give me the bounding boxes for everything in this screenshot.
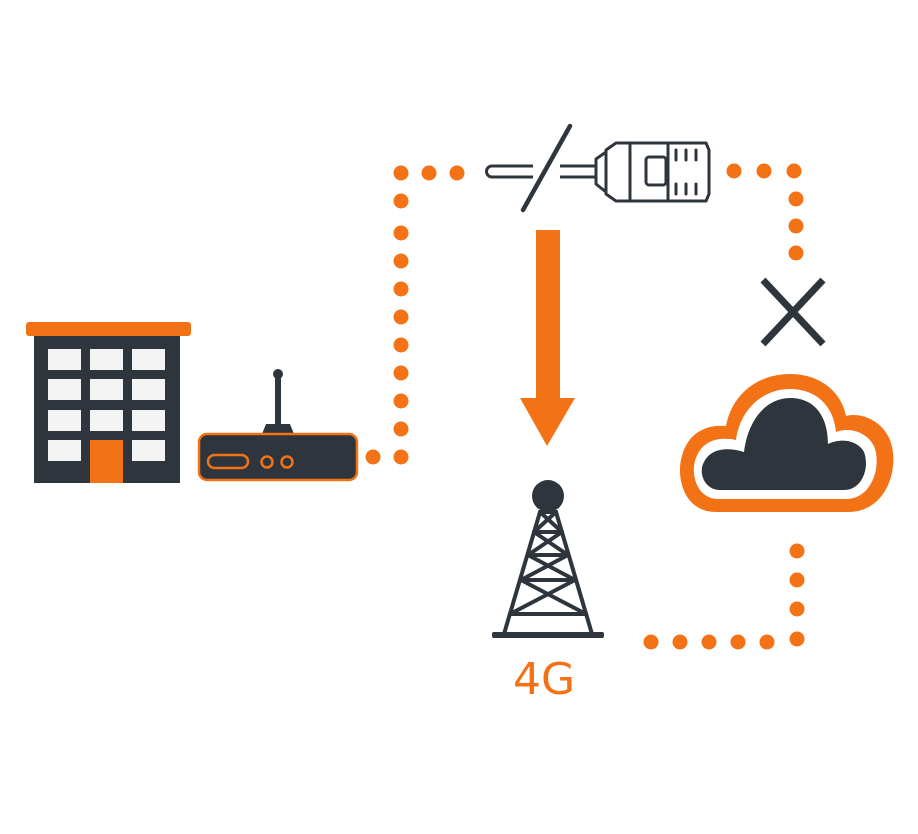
connection-dot — [759, 634, 775, 650]
connection-dot — [393, 393, 409, 409]
connection-dot — [393, 337, 409, 353]
dotted-connection-lines — [365, 163, 805, 650]
connection-dot — [788, 191, 804, 207]
down-arrow-icon — [520, 230, 575, 446]
connection-dot — [393, 281, 409, 297]
broken-cable-icon — [485, 123, 596, 213]
connection-dot — [393, 421, 409, 437]
building-icon — [26, 322, 191, 483]
connection-dot — [756, 163, 772, 179]
connection-dot — [788, 245, 804, 261]
connection-dot — [393, 449, 409, 465]
connection-dot — [393, 165, 409, 181]
connection-dot — [789, 572, 805, 588]
connection-dot — [393, 253, 409, 269]
connection-dot — [789, 601, 805, 617]
connection-dot — [789, 543, 805, 559]
connection-dot — [726, 163, 742, 179]
cell-tower-icon — [492, 480, 604, 638]
connection-dot — [393, 365, 409, 381]
connection-dot — [643, 634, 659, 650]
connection-dot — [393, 309, 409, 325]
connection-dot — [393, 225, 409, 241]
ethernet-plug-icon — [594, 141, 711, 203]
connection-dot — [672, 634, 688, 650]
tower-label-4g: 4G — [513, 654, 575, 705]
router-icon — [197, 369, 359, 482]
cloud-icon — [679, 374, 894, 512]
cross-icon — [760, 277, 826, 347]
connection-dot — [730, 634, 746, 650]
connection-dot — [789, 631, 805, 647]
connection-dot — [421, 165, 437, 181]
connection-dot — [365, 449, 381, 465]
connection-dot — [449, 165, 465, 181]
connection-dot — [701, 634, 717, 650]
connection-dot — [788, 218, 804, 234]
connection-dot — [393, 193, 409, 209]
connection-dot — [786, 163, 802, 179]
